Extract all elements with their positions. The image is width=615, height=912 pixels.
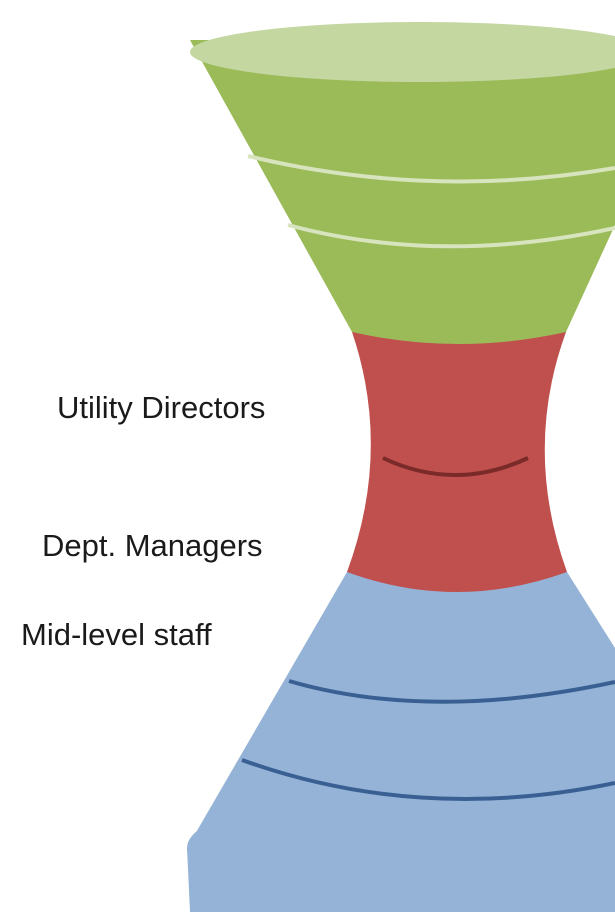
green-band-line-1: [247, 154, 615, 184]
blue-bottom-ellipse: [187, 786, 615, 910]
dept-managers-label: Dept. Managers: [42, 528, 263, 563]
mid-level-staff-label: Mid-level staff: [21, 617, 212, 652]
green-top-ellipse: [190, 22, 615, 82]
blue-band-line-2: [241, 758, 615, 801]
red-band-line: [382, 456, 529, 477]
red-middle-section: [347, 332, 567, 592]
blue-band-line-1: [288, 679, 615, 704]
green-top-section: [190, 40, 615, 344]
utility-directors-label: Utility Directors: [57, 390, 266, 425]
green-band-line-2: [287, 223, 615, 249]
